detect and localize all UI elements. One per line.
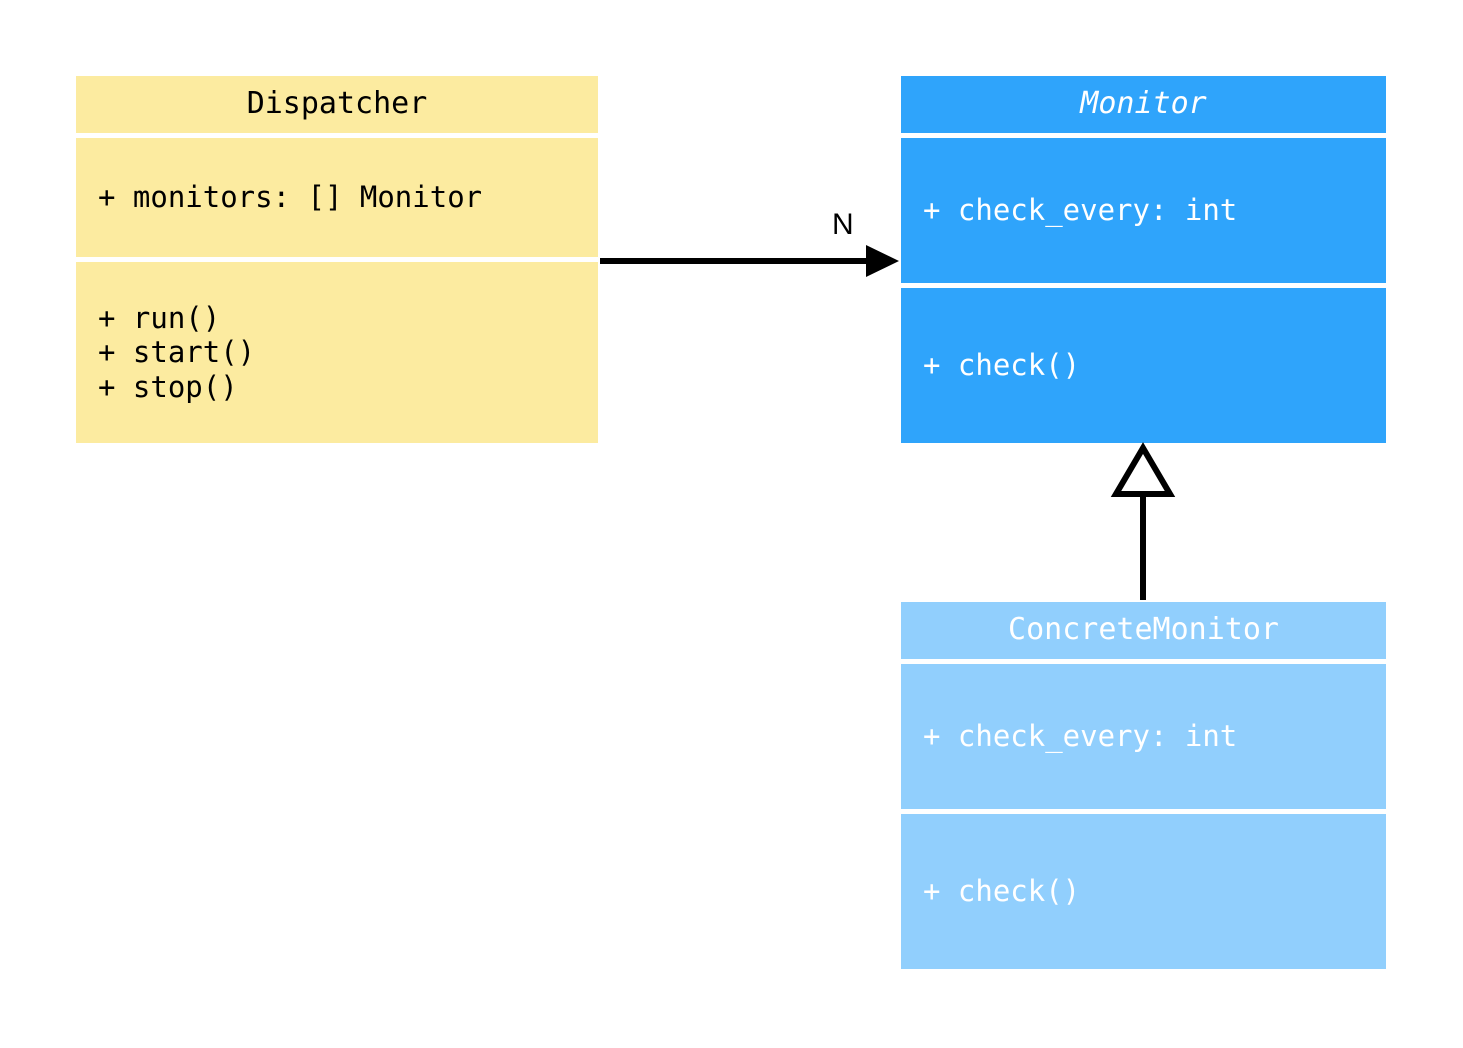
class-name-monitor: Monitor xyxy=(1080,86,1207,122)
class-attributes-compartment-monitor: + check_every: int xyxy=(901,138,1386,283)
method-row: + check() xyxy=(923,348,1081,383)
class-methods-compartment-concrete-monitor: + check() xyxy=(901,814,1386,969)
association-arrowhead-icon xyxy=(866,245,899,277)
method-row: + start() xyxy=(98,335,256,370)
class-attributes-compartment-concrete-monitor: + check_every: int xyxy=(901,664,1386,809)
class-box-dispatcher[interactable]: Dispatcher + monitors: [] Monitor + run(… xyxy=(76,76,598,443)
method-row: + check() xyxy=(923,874,1081,909)
class-name-concrete-monitor: ConcreteMonitor xyxy=(1008,612,1279,648)
association-dispatcher-to-monitor xyxy=(600,245,899,277)
class-attributes-compartment-dispatcher: + monitors: [] Monitor xyxy=(76,138,598,257)
attribute-row: + monitors: [] Monitor xyxy=(98,180,483,215)
attribute-row: + check_every: int xyxy=(923,193,1238,228)
class-methods-compartment-monitor: + check() xyxy=(901,288,1386,443)
class-title-compartment-concrete-monitor: ConcreteMonitor xyxy=(901,602,1386,659)
class-title-compartment-dispatcher: Dispatcher xyxy=(76,76,598,133)
class-name-dispatcher: Dispatcher xyxy=(246,86,428,122)
class-title-compartment-monitor: Monitor xyxy=(901,76,1386,133)
generalization-hollow-triangle-icon xyxy=(1110,442,1176,497)
method-row: + run() xyxy=(98,301,221,336)
generalization-concrete-monitor-to-monitor xyxy=(1110,442,1176,600)
method-row: + stop() xyxy=(98,369,238,404)
class-methods-compartment-dispatcher: + run() + start() + stop() xyxy=(76,262,598,443)
class-box-concrete-monitor[interactable]: ConcreteMonitor + check_every: int + che… xyxy=(901,602,1386,969)
class-box-monitor[interactable]: Monitor + check_every: int + check() xyxy=(901,76,1386,443)
attribute-row: + check_every: int xyxy=(923,719,1238,754)
multiplicity-label-n: N xyxy=(832,208,854,241)
